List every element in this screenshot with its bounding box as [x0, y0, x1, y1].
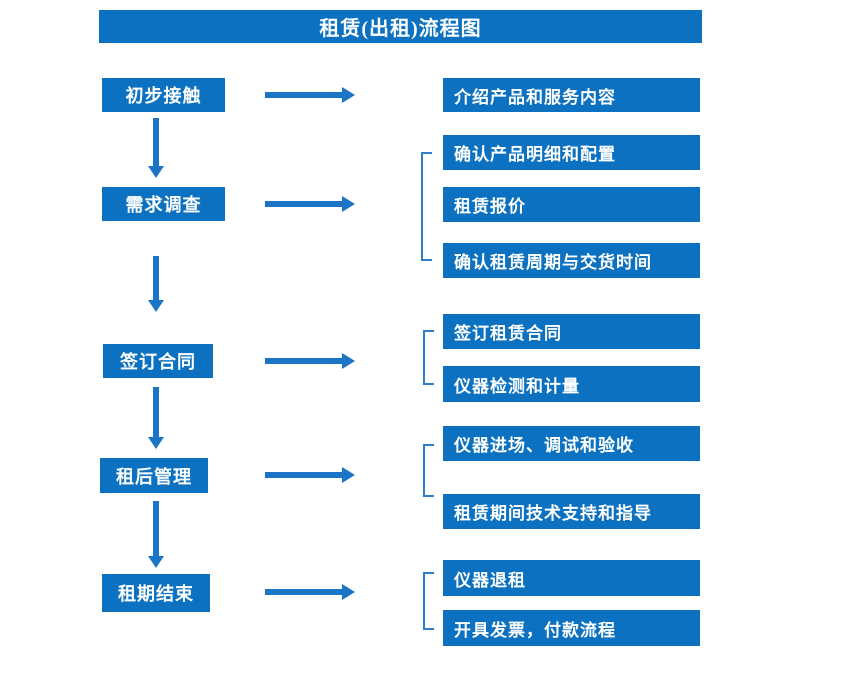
down-arrow-head: [148, 556, 164, 568]
bracket-demand-survey-group: [421, 152, 432, 261]
stage-box-post-rental-management: 租后管理: [100, 458, 208, 493]
right-arrow-icon-1: [265, 87, 355, 103]
right-arrow-head: [342, 467, 355, 483]
detail-box-instrument-testing-calibration: 仪器检测和计量: [443, 366, 700, 402]
detail-box-intro-products-services: 介绍产品和服务内容: [443, 78, 700, 112]
stage-box-demand-survey: 需求调查: [102, 187, 225, 221]
bracket-rental-end-group: [423, 572, 434, 630]
down-arrow-stem: [153, 501, 159, 557]
flowchart-title: 租赁(出租)流程图: [99, 10, 702, 43]
down-arrow-head: [148, 300, 164, 312]
detail-box-rental-period-tech-support: 租赁期间技术支持和指导: [443, 494, 700, 529]
stage-box-contract-signing: 签订合同: [103, 344, 213, 378]
down-arrow-icon-1: [148, 118, 164, 178]
detail-box-sign-rental-contract: 签订租赁合同: [443, 314, 700, 349]
right-arrow-icon-4: [265, 467, 355, 483]
stage-box-initial-contact: 初步接触: [102, 78, 225, 112]
right-arrow-head: [342, 584, 355, 600]
right-arrow-stem: [265, 472, 342, 478]
bracket-contract-signing-group: [423, 330, 434, 385]
stage-box-rental-end: 租期结束: [102, 574, 210, 612]
right-arrow-stem: [265, 358, 342, 364]
down-arrow-icon-4: [148, 501, 164, 568]
down-arrow-stem: [153, 256, 159, 301]
detail-box-confirm-rental-period-delivery: 确认租赁周期与交货时间: [443, 243, 700, 278]
down-arrow-stem: [153, 118, 159, 167]
detail-box-confirm-product-details-config: 确认产品明细和配置: [443, 135, 700, 170]
detail-box-instrument-return: 仪器退租: [443, 560, 700, 596]
detail-box-instrument-arrival-debug-acceptance: 仪器进场、调试和验收: [443, 426, 700, 461]
down-arrow-icon-2: [148, 256, 164, 312]
right-arrow-stem: [265, 92, 342, 98]
right-arrow-icon-5: [265, 584, 355, 600]
right-arrow-head: [342, 353, 355, 369]
right-arrow-icon-2: [265, 196, 355, 212]
down-arrow-head: [148, 437, 164, 449]
right-arrow-icon-3: [265, 353, 355, 369]
detail-box-invoice-payment-process: 开具发票，付款流程: [443, 610, 700, 646]
down-arrow-stem: [153, 387, 159, 438]
detail-box-rental-quotation: 租赁报价: [443, 187, 700, 222]
bracket-post-rental-group: [423, 444, 434, 497]
right-arrow-stem: [265, 201, 342, 207]
right-arrow-head: [342, 87, 355, 103]
down-arrow-icon-3: [148, 387, 164, 449]
right-arrow-stem: [265, 589, 342, 595]
down-arrow-head: [148, 166, 164, 178]
right-arrow-head: [342, 196, 355, 212]
